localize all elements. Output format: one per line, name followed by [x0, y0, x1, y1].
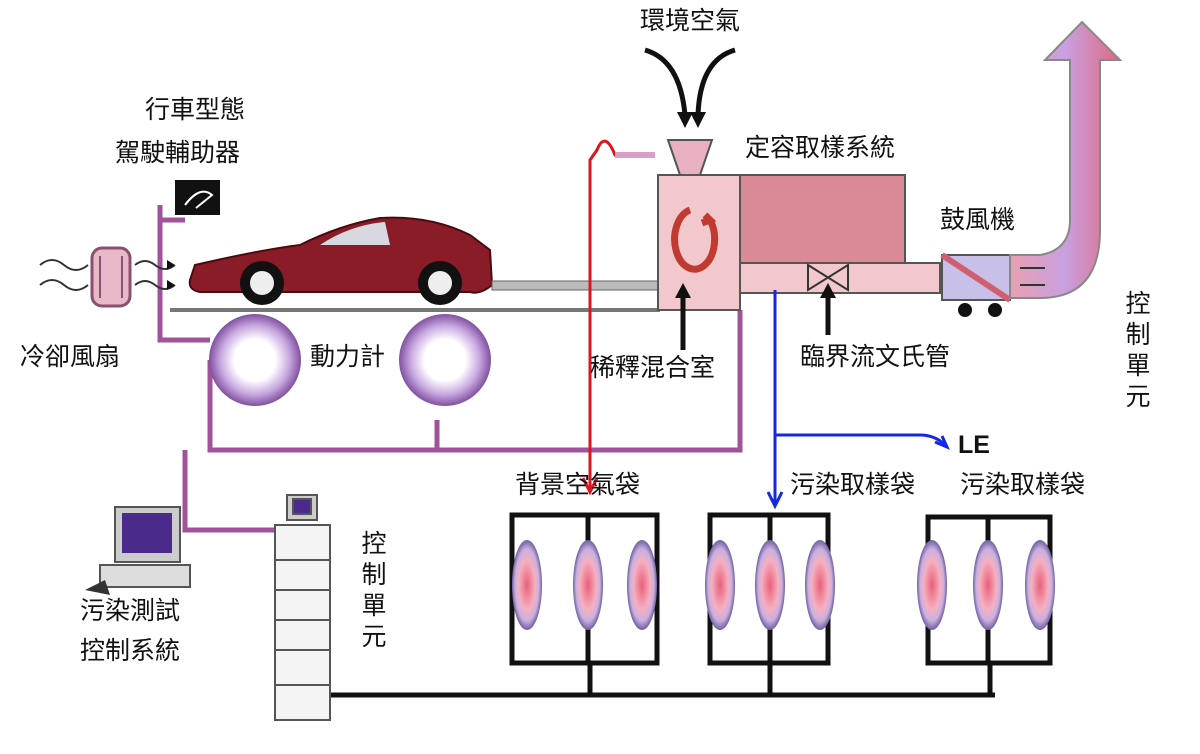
label-driving-pattern: 行車型態 [145, 95, 246, 124]
label-ambient-air: 環境空氣 [640, 6, 741, 35]
label-le: LE [958, 431, 990, 459]
label-sample-bag-2: 污染取樣袋 [960, 470, 1086, 499]
cvs-box [739, 174, 906, 264]
air-inlet-funnel [666, 139, 714, 176]
background-sample-line [588, 139, 655, 490]
label-control-unit-right: 控制單元 [1122, 290, 1151, 414]
driver-aid-monitor [175, 180, 220, 215]
cooling-fan-icon [39, 246, 176, 308]
label-cooling-fan: 冷卻風扇 [20, 342, 121, 371]
exhaust-pipe [491, 280, 661, 291]
mixing-arrows-icon [671, 206, 719, 273]
label-critical-venturi: 臨界流文氏管 [800, 342, 951, 371]
label-cvs-system: 定容取樣系統 [745, 133, 896, 162]
dynamometer-roller-front [209, 314, 301, 406]
bag-bus-line [330, 663, 995, 698]
label-dilution-chamber: 稀釋混合室 [590, 353, 716, 382]
label-driver-aid: 駕駛輔助器 [115, 138, 241, 167]
dilution-chamber [657, 174, 741, 311]
dynamometer-roller-rear [399, 314, 491, 406]
computer-icon [85, 506, 191, 595]
cvs-lower-duct [739, 262, 941, 294]
label-control-unit-left: 控制單元 [358, 530, 387, 654]
label-emission-test-line1: 污染測試 [80, 596, 181, 625]
exhaust-stack [1009, 20, 1123, 299]
emission-sample-line [773, 290, 947, 505]
label-blower: 鼓風機 [940, 205, 1016, 234]
label-background-bag: 背景空氣袋 [515, 470, 641, 499]
car-icon [188, 216, 494, 305]
label-sample-bag-1: 污染取樣袋 [790, 470, 916, 499]
sample-bags [512, 540, 1055, 630]
control-wiring [157, 205, 743, 533]
label-emission-test-line2: 控制系統 [80, 636, 181, 665]
venturi-icon [807, 263, 849, 292]
control-rack-icon [274, 494, 331, 721]
label-dynamometer: 動力計 [310, 342, 386, 371]
flow-arrows [644, 47, 831, 350]
blower-icon [940, 252, 1012, 317]
